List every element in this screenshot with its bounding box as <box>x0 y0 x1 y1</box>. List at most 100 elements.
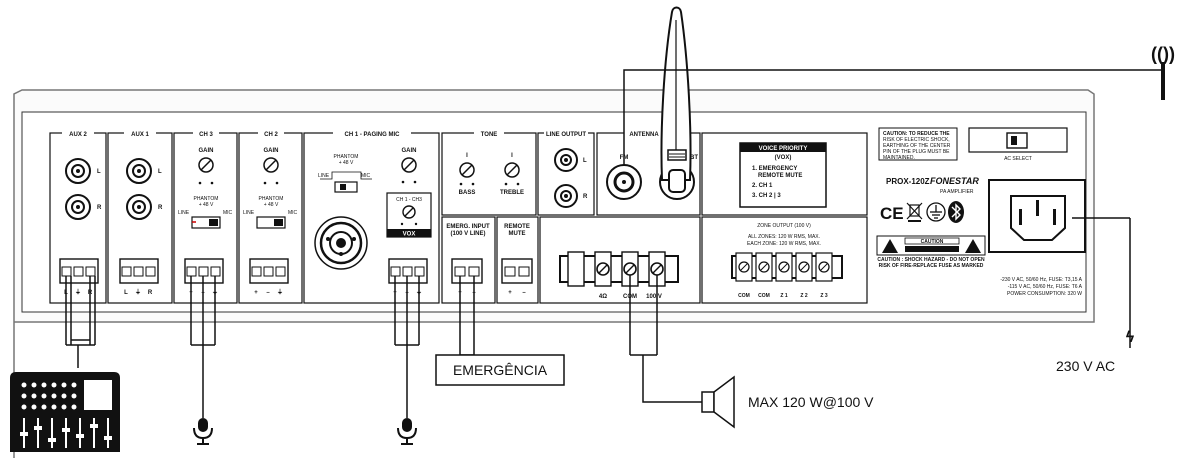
ch1-mic-label: MIC <box>361 173 371 179</box>
ch2-phantom-label: PHANTOM <box>259 196 284 202</box>
microphone-icon-ch3 <box>193 418 213 445</box>
iec-power-inlet[interactable] <box>1010 195 1066 241</box>
ch2-phantom-switch[interactable] <box>256 216 286 229</box>
wiring <box>65 69 1163 418</box>
zone-terminal-strip[interactable] <box>731 252 843 282</box>
treble-label: TREBLE <box>500 190 524 196</box>
ch2-pin-minus: – <box>266 290 270 296</box>
ch3-terminal[interactable] <box>184 258 224 284</box>
zone-output-section <box>701 216 868 304</box>
ch3-phantom-label: PHANTOM <box>194 196 219 202</box>
aux2-l-label: L <box>97 169 101 175</box>
aux1-terminal[interactable] <box>119 258 159 284</box>
aux1-l-label: L <box>158 169 162 175</box>
tone-i-bass: I <box>466 153 468 159</box>
ch1-title: CH 1 - PAGING MIC <box>345 132 401 138</box>
aux1-pin-l: L <box>124 290 128 296</box>
caution-warning-1: CAUTION : SHOCK HAZARD - DO NOT OPEN <box>877 257 985 263</box>
remote-pin-plus: + <box>508 290 512 296</box>
voice-priority-section <box>701 132 868 216</box>
ch2-gain-label: GAIN <box>264 148 279 154</box>
earth-ground-icon <box>926 202 946 222</box>
caution-label-title: CAUTION <box>921 239 944 245</box>
power-info-3: POWER CONSUMPTION: 320 W <box>1007 291 1082 297</box>
priority-item-1a: 1. EMERGENCY <box>752 166 797 172</box>
ch2-pin-plus: + <box>254 290 258 296</box>
aux1-pin-r: R <box>148 290 153 296</box>
remote-mute-terminal[interactable] <box>501 258 533 284</box>
remote-mute-label-1: REMOTE <box>504 224 530 230</box>
ce-mark-icon: CE <box>880 204 904 223</box>
caution-line-4: PIN OF THE PLUG MUST BE <box>883 149 950 155</box>
priority-item-1b: REMOTE MUTE <box>758 173 802 179</box>
bass-label: BASS <box>459 190 476 196</box>
caution-line-3: EARTHING OF THE CENTER <box>883 143 951 149</box>
line-out-r-label: R <box>583 194 588 200</box>
svg-text:((​)): ((​)) <box>1151 44 1175 64</box>
antenna-title: ANTENNA <box>629 132 659 138</box>
aux2-title: AUX 2 <box>69 132 87 138</box>
rca-jacks <box>65 148 578 220</box>
emergency-source-box <box>435 354 565 386</box>
ch3-title: CH 3 <box>199 132 213 138</box>
tone-i-treble: I <box>511 153 513 159</box>
zone-output-title: ZONE OUTPUT (100 V) <box>757 223 811 229</box>
remote-mute-label-2: MUTE <box>509 231 526 237</box>
ch2-pin-gnd: ⏚ <box>277 289 283 296</box>
vox-label: VOX <box>403 232 416 238</box>
microphone-icon-ch1 <box>397 418 417 445</box>
aux2-pin-gnd: ⏚ <box>75 289 81 296</box>
speaker-rating-label: MAX 120 W@100 V <box>748 394 874 410</box>
ch1-phantom-label: PHANTOM <box>334 154 359 160</box>
emerg-input-label-2: (100 V LINE) <box>450 231 485 237</box>
emerg-input-label-1: EMERG. INPUT <box>446 224 490 230</box>
brand-name: FONESTAR <box>930 176 979 186</box>
bluetooth-logo-icon <box>948 201 964 223</box>
ch3-48v-label: + 48 V <box>199 202 214 208</box>
ac-select-label: AC SELECT <box>1004 156 1032 162</box>
lightning-icon: ϟ <box>1126 329 1135 346</box>
caution-notice-box <box>878 127 958 161</box>
ch3-line-label: LINE <box>178 210 190 216</box>
speaker-horn-icon <box>701 375 735 429</box>
ch1-xlr-combo-jack[interactable] <box>314 216 368 270</box>
mains-voltage-label: 230 V AC <box>1056 358 1115 374</box>
emergency-source-label: EMERGÊNCIA <box>453 362 548 378</box>
speaker-output-section <box>539 216 701 304</box>
tone-title: TONE <box>481 132 498 138</box>
aux1-title: AUX 1 <box>131 132 149 138</box>
mixer-console-icon <box>10 372 120 452</box>
zone-output-line1: ALL ZONES: 120 W RMS, MAX. <box>748 234 820 240</box>
ch1-48v-label: + 48 V <box>339 160 354 166</box>
aux1-pin-gnd: ⏚ <box>135 289 141 296</box>
bt-label: BT <box>690 155 698 161</box>
ch1-line-label: LINE <box>318 173 330 179</box>
speaker-terminal-strip[interactable] <box>559 251 679 287</box>
priority-item-2: 2. CH 1 <box>752 183 773 189</box>
remote-mute-section <box>496 216 539 304</box>
zone-output-line2: EACH ZONE: 120 W RMS, MAX. <box>747 241 821 247</box>
voice-priority-box <box>739 142 827 208</box>
ch2-48v-label: + 48 V <box>264 202 279 208</box>
ch2-mic-label: MIC <box>288 210 298 216</box>
voice-priority-vox: (VOX) <box>775 155 792 161</box>
emergency-terminal[interactable] <box>451 258 483 284</box>
caution-line-1: CAUTION: TO REDUCE THE <box>883 131 950 137</box>
aux2-r-label: R <box>97 205 102 211</box>
zone-term-com-1: COM <box>738 293 750 299</box>
zone-term-z1: Z 1 <box>780 293 787 299</box>
weee-bin-icon <box>906 202 923 222</box>
ch2-terminal[interactable] <box>249 258 289 284</box>
ch1-ch3-label: CH 1 - CH3 <box>396 197 422 203</box>
ch2-title: CH 2 <box>264 132 278 138</box>
terminal-blocks <box>59 258 533 284</box>
caution-warning-2: RISK OF FIRE-REPLACE FUSE AS MARKED <box>879 263 984 269</box>
external-antenna-icon: ((​)) <box>1151 44 1175 100</box>
priority-item-3: 3. CH 2 | 3 <box>752 193 781 199</box>
aux1-r-label: R <box>158 205 163 211</box>
ch2-line-label: LINE <box>243 210 255 216</box>
model-name: PROX-120Z <box>886 177 930 186</box>
bluetooth-antenna <box>660 6 692 193</box>
remote-pin-minus: – <box>522 290 526 296</box>
